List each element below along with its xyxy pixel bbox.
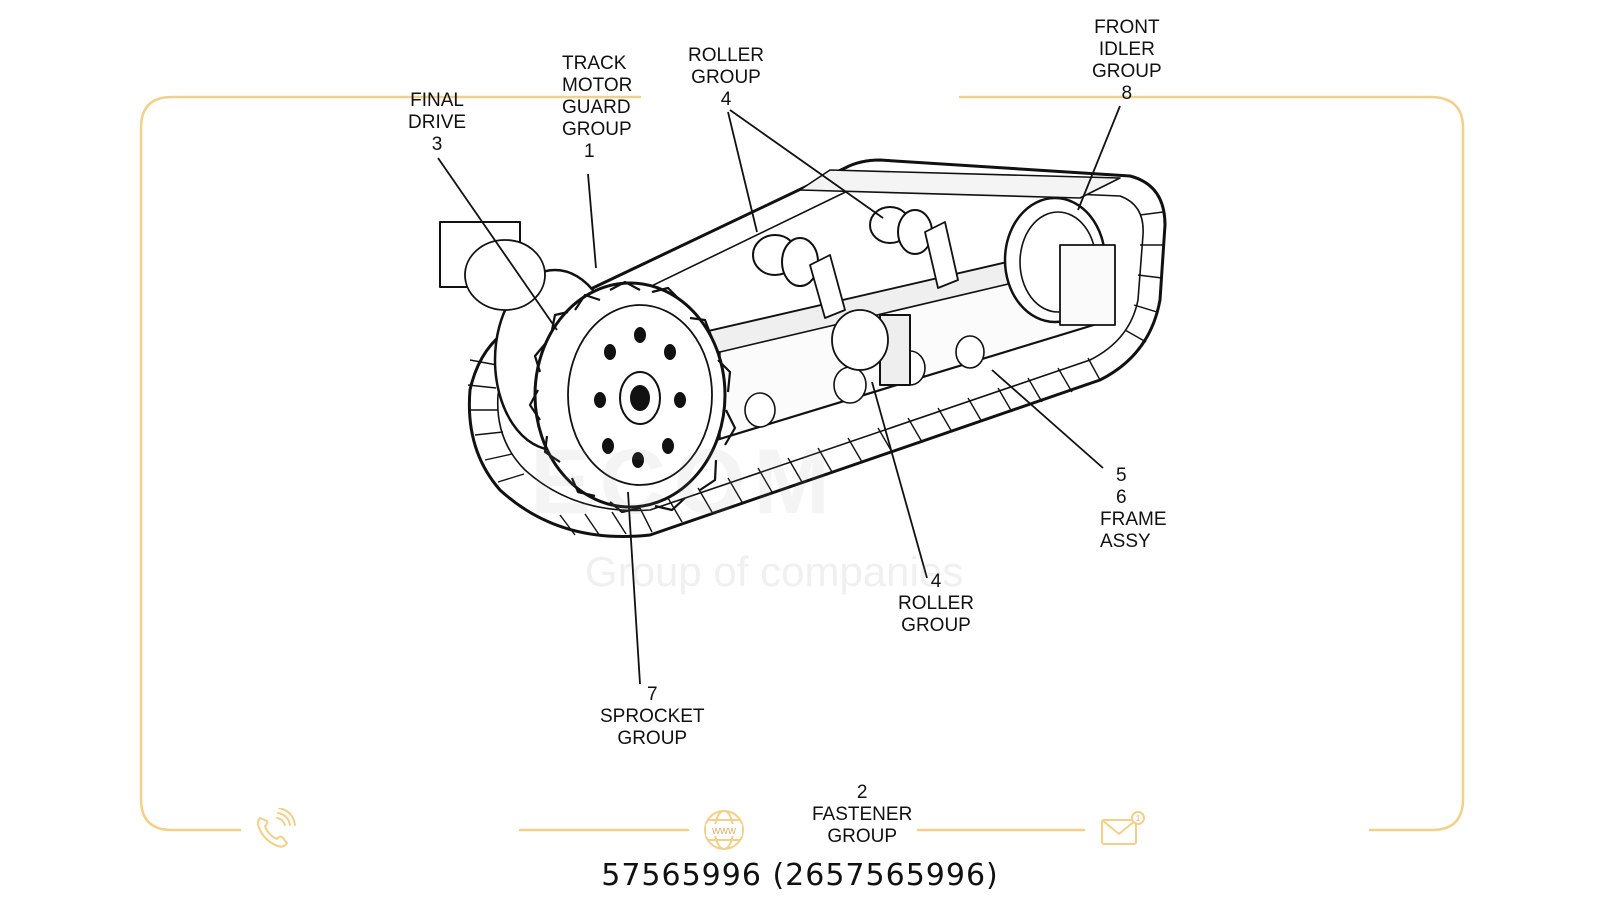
leader-roller-top-a — [727, 111, 758, 233]
mail-badge: 1 — [1136, 814, 1141, 823]
leader-roller-top-b — [729, 109, 884, 219]
part-number-caption: 57565996 (2657565996) — [601, 858, 999, 893]
mail-icon[interactable]: 1 — [1100, 810, 1146, 850]
leader-lines — [437, 105, 1121, 685]
carrier-roller-left — [752, 234, 846, 319]
top-track-run — [799, 169, 1121, 199]
leader-sprocket — [627, 491, 641, 685]
leader-final-drive — [437, 157, 558, 331]
frame-top-right — [958, 95, 1465, 832]
watermark-logo: ECOM — [530, 431, 838, 533]
www-globe-icon[interactable]: www — [702, 808, 748, 854]
frame-top-left — [139, 95, 642, 832]
leader-frame-assy — [991, 369, 1104, 469]
track-grousers — [467, 211, 1164, 537]
watermark-tagline: Group of companies — [585, 548, 964, 595]
leader-front-idler — [1077, 105, 1121, 211]
leader-track-motor-guard — [587, 173, 597, 269]
track-chain-inner — [496, 184, 1144, 512]
www-label: www — [711, 825, 736, 837]
sprocket-wheel — [528, 280, 737, 514]
phone-icon[interactable] — [252, 808, 296, 852]
leader-roller-bottom — [871, 381, 928, 579]
